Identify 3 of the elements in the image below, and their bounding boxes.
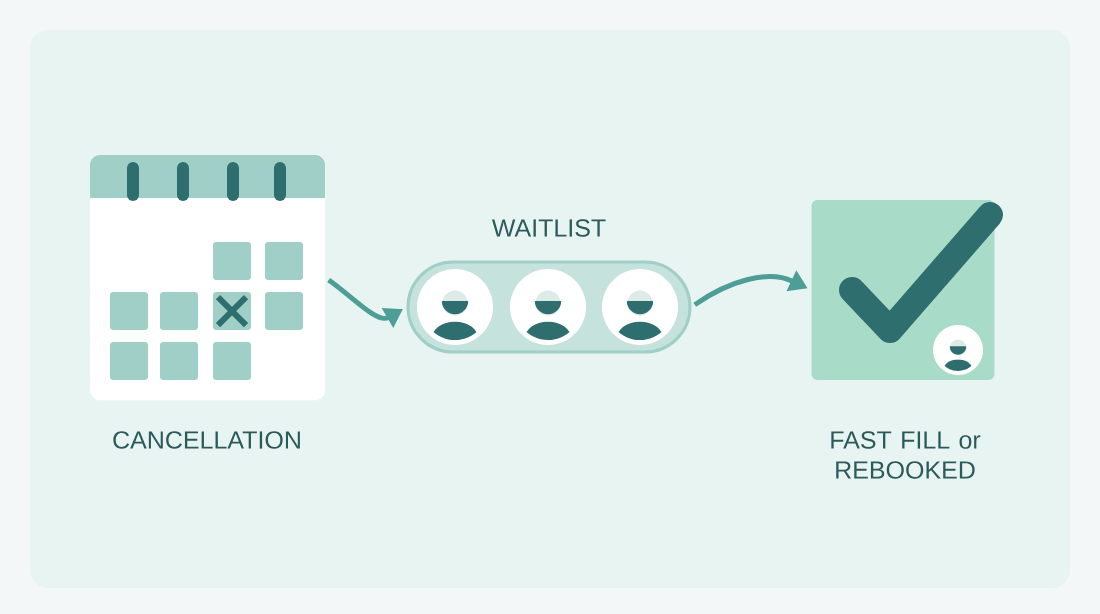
label: CANCELLATION bbox=[113, 431, 300, 449]
label: FAST FILL or REBOOKED bbox=[831, 431, 981, 479]
label: WAITLIST bbox=[491, 219, 606, 237]
